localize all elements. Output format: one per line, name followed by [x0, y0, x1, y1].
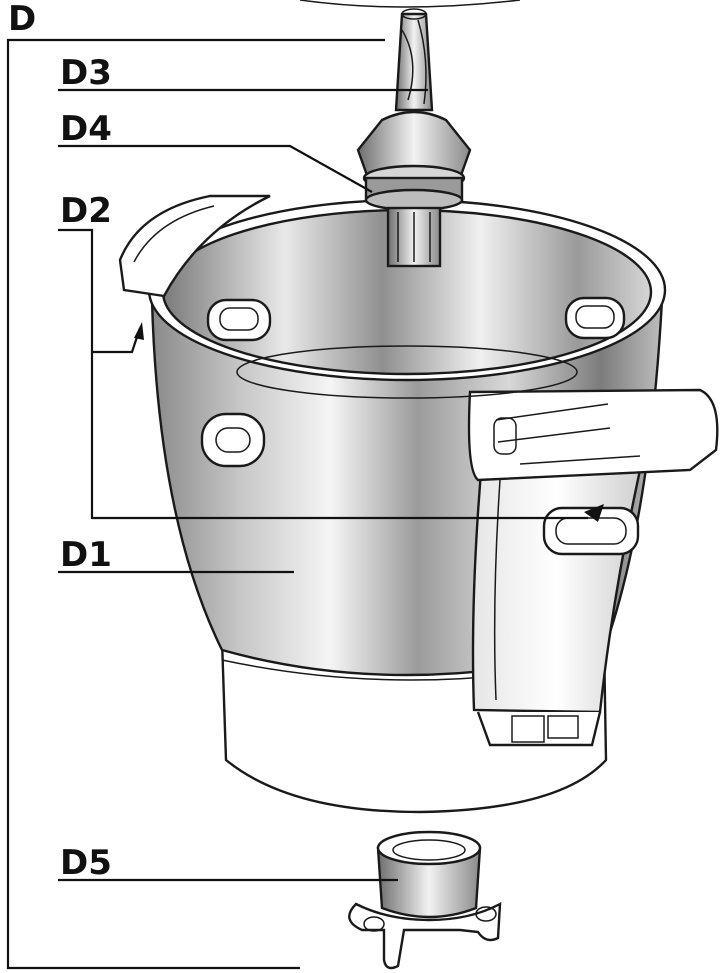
bowl-rim	[118, 194, 667, 399]
label-d1: D1	[60, 535, 112, 575]
arrow-icon	[584, 504, 604, 522]
label-d4: D4	[60, 109, 112, 149]
label-d2: D2	[60, 191, 112, 231]
label-d3: D3	[60, 53, 112, 93]
arrow-icon	[134, 322, 144, 340]
leader-d2-branch	[92, 327, 142, 354]
bowl-slot-left	[200, 412, 266, 468]
upper-part-edge	[299, 0, 521, 8]
label-d: D	[8, 0, 36, 39]
label-d5: D5	[60, 843, 112, 883]
group-d-bracket	[6, 38, 385, 970]
drive-coupler	[348, 830, 502, 970]
side-handle	[467, 388, 719, 747]
shaft-coupling	[356, 110, 472, 268]
leader-d2	[58, 228, 588, 520]
leader-d4	[58, 144, 373, 193]
blade-shaft	[394, 8, 434, 112]
